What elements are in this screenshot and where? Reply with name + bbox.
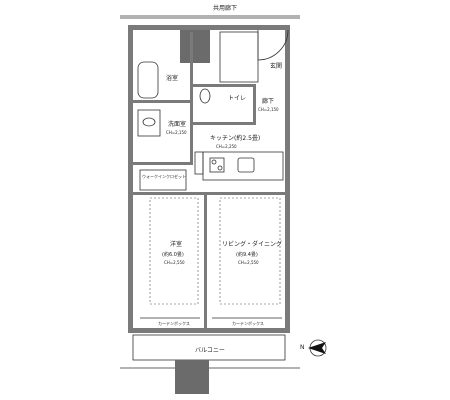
- closet-label: ウォークインクロゼット: [142, 173, 186, 179]
- living-ch: CH=2,550: [238, 260, 259, 265]
- hall-label: 廊下: [262, 97, 274, 105]
- north-label: N: [300, 344, 305, 351]
- curtain-box-1: カーテンボックス: [158, 320, 190, 326]
- bedroom-size: (約6.0畳): [162, 251, 184, 258]
- toilet-label: トイレ: [228, 95, 246, 102]
- wall-west: [128, 25, 133, 333]
- north-arrow-icon: [308, 342, 326, 354]
- hall-ch: CH=2,150: [258, 107, 279, 112]
- bedroom-label: 洋室: [170, 240, 182, 248]
- vanity-label: 洗面室: [168, 120, 186, 128]
- living-size: (約9.4畳): [236, 251, 258, 258]
- living-label: リビング・ダイニング: [222, 240, 282, 248]
- balcony-label: バルコニー: [195, 347, 225, 354]
- wall-north: [128, 25, 290, 30]
- entrance-label: 玄関: [270, 62, 282, 70]
- corridor-label: 共用廊下: [213, 4, 237, 12]
- bedroom-ch: CH=2,550: [164, 260, 185, 265]
- wall-south: [128, 328, 290, 333]
- kitchen-ch: CH=2,250: [216, 144, 237, 149]
- bottom-shaft: [175, 360, 209, 394]
- vanity-ch: CH=2,150: [166, 130, 187, 135]
- curtain-box-2: カーテンボックス: [232, 320, 264, 326]
- kitchen-label: キッチン(約2.5畳): [210, 134, 260, 142]
- bathroom-label: 浴室: [166, 74, 178, 82]
- top-shaft: [180, 28, 210, 63]
- wall-east: [285, 25, 290, 333]
